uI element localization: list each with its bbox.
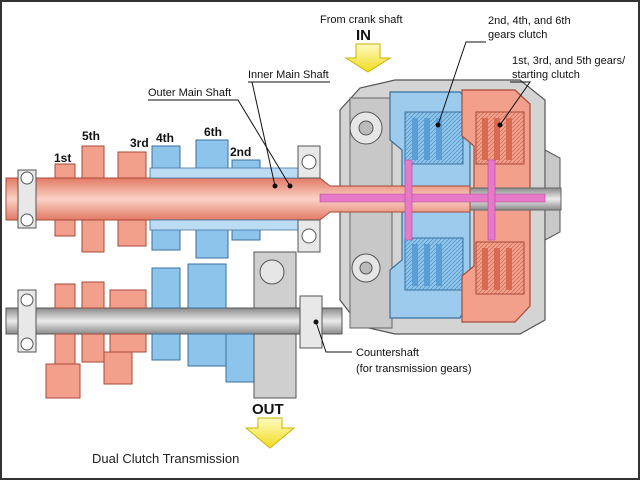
from-crank-shaft-label: From crank shaft	[320, 14, 403, 26]
oil-passage-vertical-even	[404, 159, 413, 241]
gear-label-6th: 6th	[204, 125, 222, 139]
leader-lines	[148, 41, 531, 353]
in-arrow	[344, 43, 392, 73]
main-shaft-gears	[54, 139, 321, 259]
countershaft-bearings	[17, 289, 323, 353]
odd-clutch-label-line1: 1st, 3rd, and 5th gears/	[512, 55, 626, 67]
outer-main-shaft	[5, 177, 471, 221]
diagram-caption: Dual Clutch Transmission	[92, 451, 239, 466]
outer-main-shaft-label: Outer Main Shaft	[148, 87, 231, 99]
gear-label-1st: 1st	[54, 151, 71, 165]
gear-label-3rd: 3rd	[130, 136, 149, 150]
countershaft	[5, 307, 343, 335]
even-clutch-label-line1: 2nd, 4th, and 6th	[488, 15, 571, 27]
gear-label-2nd: 2nd	[230, 145, 251, 159]
out-arrow	[244, 417, 296, 449]
gear-label-4th: 4th	[156, 131, 174, 145]
oil-passage	[319, 193, 546, 203]
oil-passage-vertical-odd	[487, 159, 496, 241]
countershaft-label-line2: (for transmission gears)	[356, 363, 472, 375]
gear-label-5th: 5th	[82, 129, 100, 143]
even-clutch-label-line2: gears clutch	[488, 29, 547, 41]
inner-main-shaft-label: Inner Main Shaft	[248, 69, 329, 81]
leader-dots	[272, 122, 503, 325]
main-shaft-bearings	[17, 145, 321, 253]
in-label: IN	[356, 27, 371, 44]
countershaft-gears	[45, 251, 297, 399]
out-label: OUT	[252, 401, 284, 418]
odd-clutch-label-line2: starting clutch	[512, 69, 580, 81]
countershaft-label-line1: Countershaft	[356, 347, 419, 359]
